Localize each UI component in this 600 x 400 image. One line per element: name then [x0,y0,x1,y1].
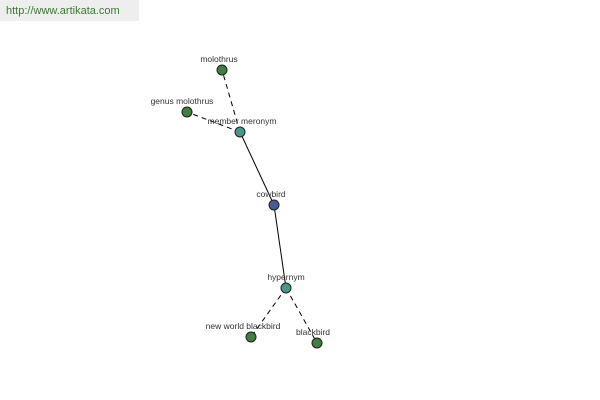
node-marker-molothrus[interactable] [216,64,228,76]
node-hypernym[interactable]: hypernym [267,272,305,294]
edge-member-meronym-to-molothrus [221,69,241,133]
node-label-member-meronym: member meronym [208,116,277,126]
edge-cowbird-to-member-meronym [239,131,275,206]
node-cowbird[interactable]: cowbird [256,189,286,211]
edge-hypernym-to-blackbird [285,287,318,344]
graph-nodes: cowbird member meronym hypernym molothrus ge… [151,54,330,349]
node-marker-new-world-blackbird[interactable] [245,331,257,343]
graph-edges [186,69,318,344]
node-marker-genus-molothrus[interactable] [181,106,193,118]
node-molothrus[interactable]: molothrus [200,54,238,76]
node-label-genus-molothrus: genus molothrus [151,96,214,106]
node-label-new-world-blackbird: new world blackbird [206,321,281,331]
node-genus-molothrus[interactable]: genus molothrus [151,96,214,118]
source-url-banner[interactable]: http://www.artikata.com [0,0,139,21]
node-marker-blackbird[interactable] [311,337,323,349]
edge-member-meronym-to-genus-molothrus [186,111,241,133]
node-member-meronym[interactable]: member meronym [208,116,277,138]
node-marker-member-meronym[interactable] [234,126,246,138]
node-blackbird[interactable]: blackbird [296,327,330,349]
edge-hypernym-to-new-world-blackbird [250,287,287,338]
node-label-cowbird: cowbird [256,189,286,199]
node-marker-hypernym[interactable] [280,282,292,294]
node-marker-cowbird[interactable] [268,199,280,211]
node-label-hypernym: hypernym [267,272,304,282]
node-new-world-blackbird[interactable]: new world blackbird [206,321,281,343]
node-label-molothrus: molothrus [200,54,237,64]
node-label-blackbird: blackbird [296,327,330,337]
edge-cowbird-to-hypernym [273,204,287,289]
